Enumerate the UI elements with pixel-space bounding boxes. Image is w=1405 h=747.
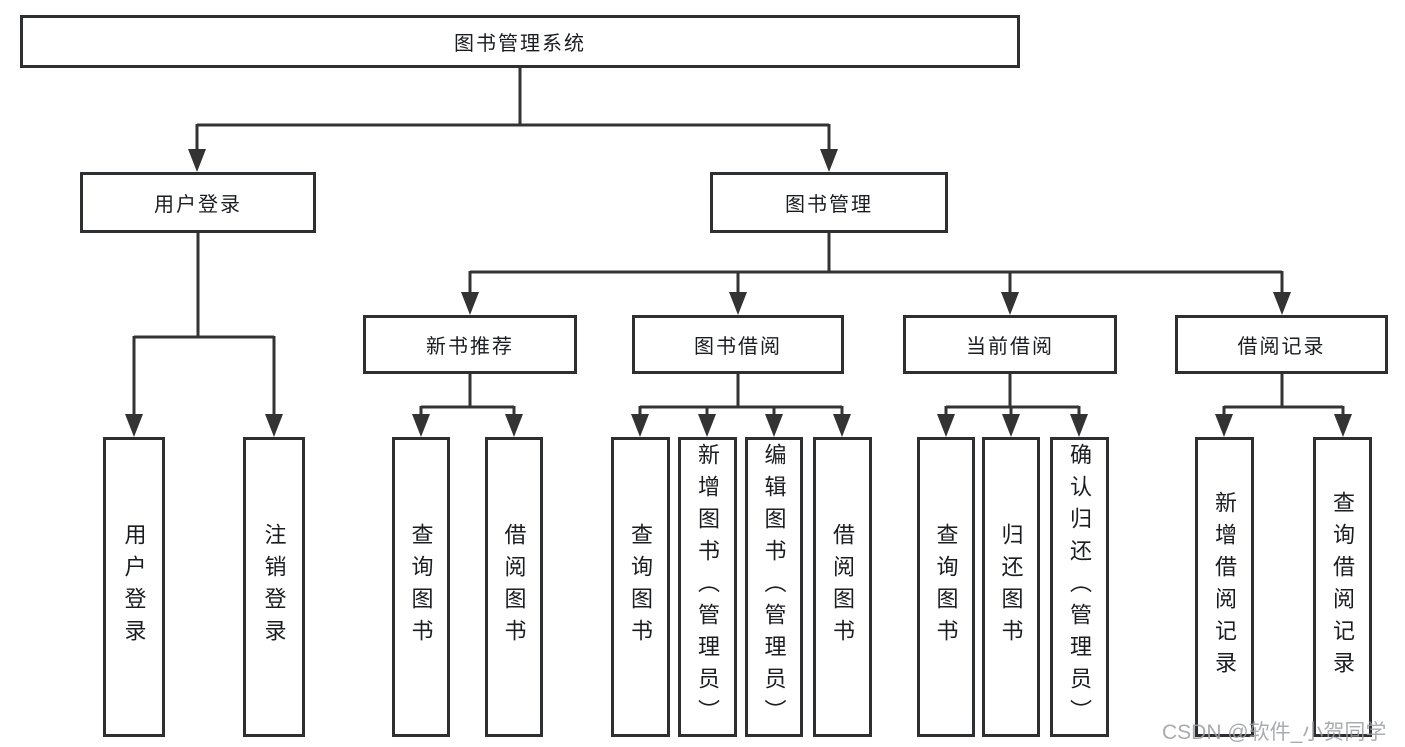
node-leaf-add-books-admin: 新增图书（管理员） (678, 437, 737, 737)
node-leaf-query-books-3: 查询图书 (917, 437, 975, 737)
node-leaf-borrow-books: 借阅图书 (485, 437, 543, 737)
node-leaf-user-login: 用户登录 (103, 437, 165, 737)
node-book-management: 图书管理 (710, 172, 948, 233)
node-leaf-query-books-2: 查询图书 (611, 437, 670, 737)
node-leaf-query-books: 查询图书 (392, 437, 450, 737)
node-leaf-confirm-return-admin: 确认归还（管理员） (1050, 437, 1109, 737)
tree-edge-lines (132, 67, 1345, 417)
node-leaf-logout: 注销登录 (243, 437, 305, 737)
node-leaf-query-borrow-record: 查询借阅记录 (1313, 437, 1372, 737)
node-current-borrowing: 当前借阅 (903, 315, 1117, 374)
node-library-management-system: 图书管理系统 (20, 15, 1020, 68)
node-leaf-borrow-books-2: 借阅图书 (813, 437, 872, 737)
node-user-login: 用户登录 (80, 172, 316, 233)
node-leaf-edit-books-admin: 编辑图书（管理员） (745, 437, 803, 737)
node-new-book-recommendation: 新书推荐 (363, 315, 577, 374)
arrowhead-icons (125, 149, 1352, 437)
node-book-borrowing: 图书借阅 (632, 315, 844, 374)
node-leaf-return-books: 归还图书 (982, 437, 1040, 737)
node-borrowing-records: 借阅记录 (1175, 315, 1388, 374)
csdn-watermark: CSDN @软件_小贺同学 (1162, 721, 1387, 744)
node-leaf-add-borrow-record: 新增借阅记录 (1195, 437, 1254, 737)
